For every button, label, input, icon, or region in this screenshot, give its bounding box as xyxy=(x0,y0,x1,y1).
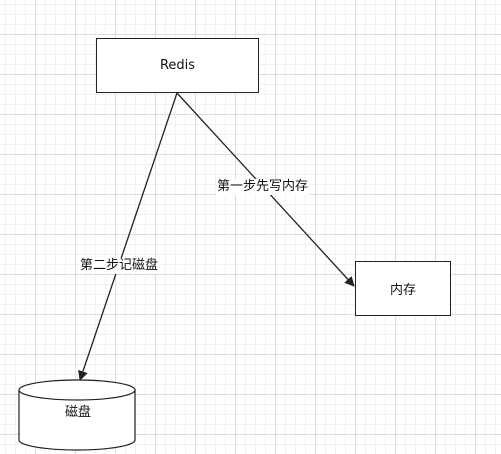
redis-node-label: Redis xyxy=(159,58,196,73)
edge-label-to-memory: 第一步先写内存 xyxy=(216,179,310,195)
disk-node-label: 磁盘 xyxy=(65,404,92,420)
memory-node-label: 内存 xyxy=(389,283,416,298)
redis-node[interactable]: Redis xyxy=(96,38,259,93)
disk-cylinder[interactable] xyxy=(18,379,136,451)
edge-label-to-disk: 第二步记磁盘 xyxy=(79,258,160,274)
memory-node[interactable]: 内存 xyxy=(355,261,451,316)
edge-redis-to-disk[interactable] xyxy=(78,92,178,381)
disk-node-label-wrap: 磁盘 xyxy=(19,400,135,420)
